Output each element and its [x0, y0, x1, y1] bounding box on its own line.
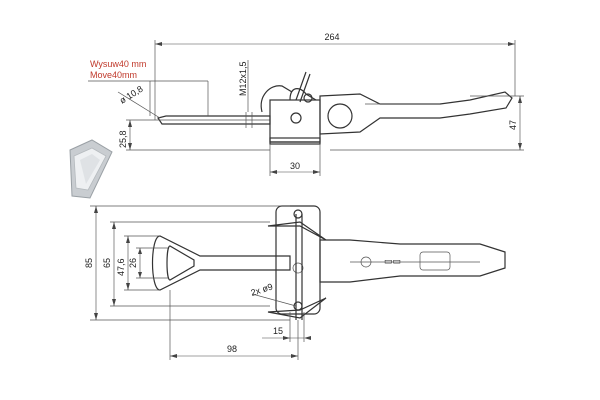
dim-loop-length: 98 — [227, 344, 237, 354]
dim-rod-diameter: ø 10,8 — [118, 84, 145, 106]
note-line-2: Move40mm — [90, 70, 137, 80]
dim-handle-height: 47 — [508, 120, 518, 130]
dim-holes: 2x ø9 — [250, 281, 275, 297]
side-view: 264 M12x1,5 Wysuw40 mm Move40mm — [88, 32, 524, 176]
dim-inner-height: 47,6 — [116, 258, 126, 276]
svg-text:▭▭: ▭▭ — [384, 256, 401, 266]
dim-base-width: 30 — [290, 161, 300, 171]
note-line-1: Wysuw40 mm — [90, 59, 146, 69]
dim-loop-inner: 26 — [128, 258, 138, 268]
dim-thread: M12x1,5 — [238, 61, 248, 96]
dim-overall-length: 264 — [324, 32, 339, 42]
top-view: ▭▭ 85 65 47,6 26 2x ø9 — [84, 205, 506, 360]
product-thumbnail — [69, 139, 113, 199]
dim-overall-height: 85 — [84, 258, 94, 268]
dim-hole-spacing: 15 — [273, 326, 283, 336]
dim-rod-height: 25,8 — [118, 130, 128, 148]
dim-loop-height: 65 — [102, 258, 112, 268]
